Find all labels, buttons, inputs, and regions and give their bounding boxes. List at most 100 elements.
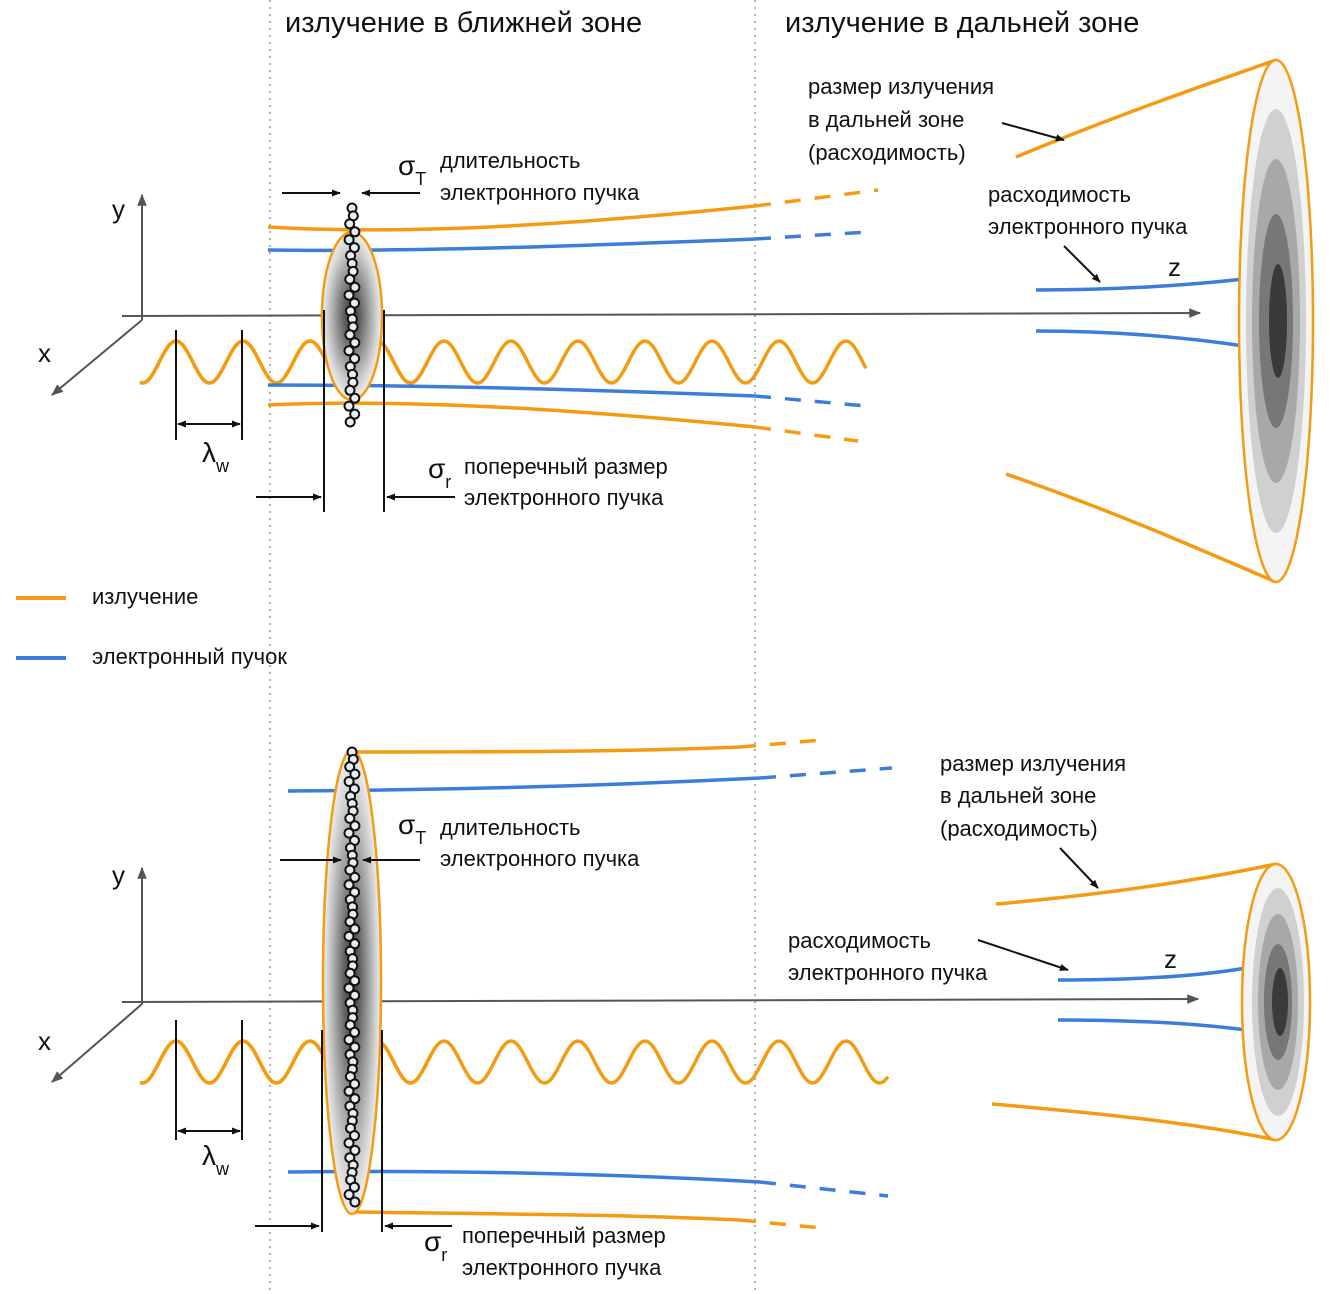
- z-axis-label: z: [1164, 944, 1177, 974]
- electron: [344, 864, 356, 876]
- electron: [349, 1026, 361, 1038]
- electron: [349, 768, 361, 780]
- electron: [349, 1078, 361, 1090]
- far-radiation-lower: [1005, 472, 1277, 584]
- sigma-r-symbol: σr: [428, 453, 451, 492]
- far-radiation-upper: [1015, 58, 1277, 159]
- radiation-envelope-lower: [267, 401, 756, 429]
- electron: [343, 1034, 355, 1046]
- electron: [344, 416, 356, 428]
- electron: [343, 400, 355, 412]
- electron: [349, 820, 361, 832]
- beam-div-label-line2: электронного пучка: [788, 960, 988, 985]
- radiation-envelope-upper: [355, 745, 741, 754]
- far-radiation-lower: [991, 1102, 1277, 1142]
- electron: [349, 975, 361, 987]
- far-beam-upper: [1057, 966, 1247, 982]
- electron: [343, 1085, 355, 1097]
- radiation-envelope-upper-dashed: [739, 738, 823, 749]
- far-beam-lower: [1035, 329, 1245, 348]
- electron: [343, 827, 355, 839]
- electron: [344, 218, 356, 230]
- z-axis: [121, 308, 1202, 318]
- electron: [344, 384, 356, 396]
- undulator-trajectory-highlight: [139, 1039, 432, 1085]
- far-size-pointer: [1059, 847, 1099, 889]
- beam-div-label-line1: расходимость: [988, 182, 1131, 207]
- far-size-label-line1: размер излучения: [940, 751, 1126, 776]
- far-beam-lower: [1057, 1018, 1247, 1032]
- electron: [344, 812, 356, 824]
- x-axis-label: x: [38, 338, 51, 368]
- electron: [349, 923, 361, 935]
- far-size-label-line3: (расходимость): [808, 140, 966, 165]
- far-size-label-line2: в дальней зоне: [808, 107, 964, 132]
- lambda-w-symbol: λw: [202, 1140, 230, 1179]
- electron: [349, 226, 361, 238]
- electron: [349, 871, 361, 883]
- radiation-envelope-upper-dashed: [754, 188, 879, 208]
- electron: [348, 1181, 360, 1193]
- sigma-t-symbol: σT: [398, 150, 426, 189]
- legend-radiation-label: излучение: [92, 584, 198, 609]
- far-size-pointer: [1001, 122, 1065, 142]
- far-zone-header: излучение в дальней зоне: [785, 7, 1139, 39]
- electron: [349, 1130, 360, 1142]
- electrons: [343, 202, 361, 428]
- beam-div-label-line2: электронного пучка: [988, 214, 1188, 239]
- far-beam-upper: [1035, 277, 1245, 292]
- electron: [343, 1137, 355, 1149]
- far-field-spot: [1237, 58, 1315, 584]
- transverse-label-line1: поперечный размер: [464, 454, 668, 479]
- far-size-label-line2: в дальней зоне: [940, 783, 1096, 808]
- electron: [349, 281, 361, 293]
- duration-label-line2: электронного пучка: [440, 180, 640, 205]
- far-size-label-line1: размер излучения: [808, 74, 994, 99]
- electron: [344, 329, 356, 341]
- far-field-spot: [1240, 862, 1312, 1142]
- electron: [349, 337, 361, 349]
- radiation-envelope-lower-dashed: [754, 425, 859, 443]
- undulator-trajectory-highlight: [139, 339, 432, 385]
- electron: [349, 1093, 361, 1105]
- electron: [343, 982, 355, 994]
- z-axis-label: z: [1168, 252, 1181, 282]
- electron: [343, 1189, 355, 1201]
- electron: [343, 345, 355, 357]
- far-radiation-upper: [995, 862, 1277, 906]
- electron: [349, 1041, 361, 1053]
- duration-label-line1: длительность: [440, 815, 581, 840]
- electron: [343, 234, 355, 246]
- electron-beam-lower-dashed: [754, 394, 867, 408]
- electron: [343, 776, 355, 787]
- electron-beam-lower: [267, 383, 756, 398]
- undulator-trajectory: [139, 339, 868, 385]
- electron: [349, 392, 361, 404]
- z-axis: [121, 994, 1200, 1004]
- transverse-label-line1: поперечный размер: [462, 1223, 666, 1248]
- electron: [349, 1196, 361, 1208]
- lambda-w-symbol: λw: [202, 437, 230, 476]
- sigma-t-symbol: σT: [398, 809, 426, 848]
- electron: [344, 916, 356, 928]
- legend-beam-label: электронный пучок: [92, 644, 287, 669]
- electron: [343, 930, 355, 942]
- electron: [344, 273, 356, 285]
- y-axis-label: y: [112, 194, 125, 224]
- y-axis-label: y: [112, 860, 125, 890]
- near-zone-header: излучение в ближней зоне: [285, 7, 642, 39]
- legend: излучение электронный пучок: [16, 584, 287, 669]
- duration-label-line2: электронного пучка: [440, 846, 640, 871]
- top-panel: y x z λw σT длительность электронного пу…: [38, 58, 1315, 584]
- x-axis-label: x: [38, 1026, 51, 1056]
- radiation-envelope-lower-dashed: [739, 1218, 823, 1230]
- sigma-r-symbol: σr: [424, 1226, 447, 1265]
- x-axis: [51, 1003, 143, 1083]
- electron-beam-upper-dashed: [759, 766, 893, 780]
- beam-div-pointer: [1063, 245, 1101, 283]
- transverse-label-line2: электронного пучка: [464, 485, 664, 510]
- electron: [349, 408, 361, 420]
- electron: [343, 289, 355, 301]
- duration-label-line1: длительность: [440, 148, 581, 173]
- transverse-label-line2: электронного пучка: [462, 1255, 662, 1280]
